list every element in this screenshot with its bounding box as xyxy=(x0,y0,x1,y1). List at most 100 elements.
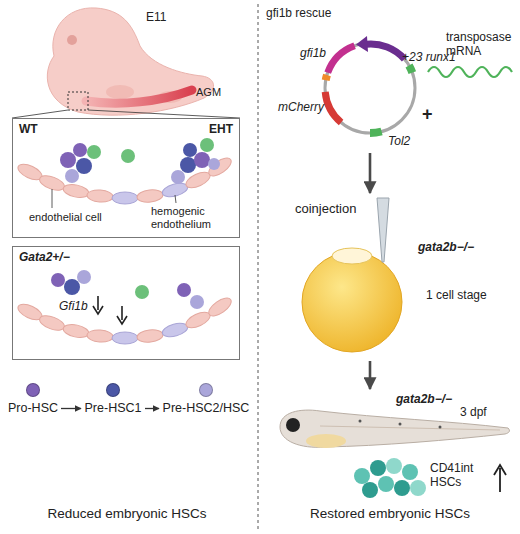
limb-bud xyxy=(106,85,134,99)
hsc-cell xyxy=(378,476,394,492)
leader-line xyxy=(52,189,53,208)
up-arrow xyxy=(494,465,506,492)
cell-icon xyxy=(26,383,40,397)
endothelial-cell xyxy=(136,189,163,204)
pro-hsc-cell xyxy=(177,283,191,297)
endothelial-cell xyxy=(62,322,90,339)
pre-hsc2-cell xyxy=(77,270,91,284)
pigment-dot xyxy=(359,420,362,423)
runx1-segment xyxy=(366,44,405,59)
agm-region xyxy=(86,90,192,103)
pre-hsc1-cell xyxy=(180,157,196,173)
hsc-cell xyxy=(402,464,418,480)
pre-hsc2-cell xyxy=(208,158,220,170)
plasmid-backbone xyxy=(325,43,415,133)
pre-hsc1-cell xyxy=(76,158,92,174)
notochord xyxy=(320,426,500,430)
injected-egg: gata2b−/−1 cell stage xyxy=(260,196,480,358)
node-text: endothelial cell xyxy=(29,211,102,224)
cell-stage: Pro-HSC xyxy=(8,376,58,416)
zoom-panel: WTEHTendothelial cellhemogenic endotheli… xyxy=(12,118,240,238)
node-text: gata2b−/− xyxy=(396,392,452,406)
larva-yolk xyxy=(306,434,346,448)
node-text: Gfi1b xyxy=(59,299,88,313)
hsc-cell xyxy=(386,458,402,474)
endothelial-cell xyxy=(38,313,67,333)
pre-hsc2-cell xyxy=(171,170,185,184)
endothelial-cell xyxy=(62,182,90,199)
larva: gata2b−/−3 dpf xyxy=(260,392,480,456)
flow-arrow xyxy=(369,361,372,389)
gfi1b-segment xyxy=(328,46,355,73)
hsc-cell xyxy=(410,480,426,496)
label-text: transposase mRNA xyxy=(446,30,518,59)
label-text: AGM xyxy=(196,86,221,99)
leader-line xyxy=(175,195,176,203)
flow-arrow xyxy=(61,408,81,409)
node-text: Pre-HSC1 xyxy=(85,401,142,416)
label-text: gfi1b rescue xyxy=(266,6,331,20)
embryo-body xyxy=(47,8,213,115)
zoom-square xyxy=(68,92,88,110)
plasmid: gfi1b+23 runx1mCherryTol2 xyxy=(278,36,462,150)
pigment-dot xyxy=(399,423,402,426)
zoom-line xyxy=(12,110,68,118)
runx1-arrowhead xyxy=(356,36,368,52)
pigment-dot xyxy=(439,426,442,429)
node-text: Pre-HSC2/HSC xyxy=(163,401,250,416)
endothelial-cell xyxy=(206,295,234,320)
pro-hsc-cell xyxy=(51,273,65,287)
pre-hsc1-cell xyxy=(64,279,80,295)
hemogenic-cell xyxy=(112,332,138,344)
hemogenic-cell xyxy=(161,321,189,339)
node-text: gfi1b xyxy=(300,46,326,60)
hemogenic-cell xyxy=(112,192,138,204)
panel-divider xyxy=(258,4,259,530)
down-arrow xyxy=(93,296,103,314)
hsc-cell xyxy=(394,480,410,496)
mrna-strand xyxy=(428,67,512,77)
node-text: Tol2 xyxy=(388,134,410,148)
pre-hsc2-cell xyxy=(190,295,204,309)
embryo-eye xyxy=(67,35,77,45)
zoom-line xyxy=(88,110,240,118)
promoter-segment xyxy=(326,75,327,80)
tol2-segment xyxy=(409,66,412,73)
flow-arrow xyxy=(145,408,159,409)
cell-stage: Pre-HSC1 xyxy=(84,376,142,416)
endothelial-cell xyxy=(87,329,114,343)
cell-icon xyxy=(106,383,120,397)
label-text: E11 xyxy=(146,10,166,24)
label-text: + xyxy=(422,104,433,126)
node-text: 3 dpf xyxy=(460,405,487,419)
mcherry-segment xyxy=(325,92,341,123)
injection-needle xyxy=(377,198,389,262)
label-text: Reduced embryonic HSCs xyxy=(0,506,254,522)
pro-hsc-cell xyxy=(194,152,210,168)
zoom-panel: Gata2+/− Gfi1b xyxy=(12,246,240,360)
endothelial-cell xyxy=(87,189,114,203)
cell-icon xyxy=(199,383,213,397)
blood-cell xyxy=(135,285,149,299)
blood-cell xyxy=(121,149,135,163)
pro-hsc-cell xyxy=(73,143,87,157)
one-cell xyxy=(332,248,372,264)
cell-stage: Pre-HSC2/HSC xyxy=(162,376,250,416)
larva-eye xyxy=(286,418,300,432)
blood-cell xyxy=(200,138,214,152)
flow-arrow xyxy=(369,153,372,193)
endothelial-cell xyxy=(206,155,234,180)
hsc-cell xyxy=(362,482,378,498)
node-text: Gata2+/− xyxy=(19,250,70,264)
blood-cell xyxy=(87,145,101,159)
node-text: 1 cell stage xyxy=(426,288,487,302)
pro-hsc-cell xyxy=(60,152,76,168)
endothelial-cell xyxy=(136,329,163,344)
edge-label: coinjection xyxy=(295,201,356,216)
pre-hsc1-cell xyxy=(183,143,197,157)
node-text: Pro-HSC xyxy=(8,401,58,416)
